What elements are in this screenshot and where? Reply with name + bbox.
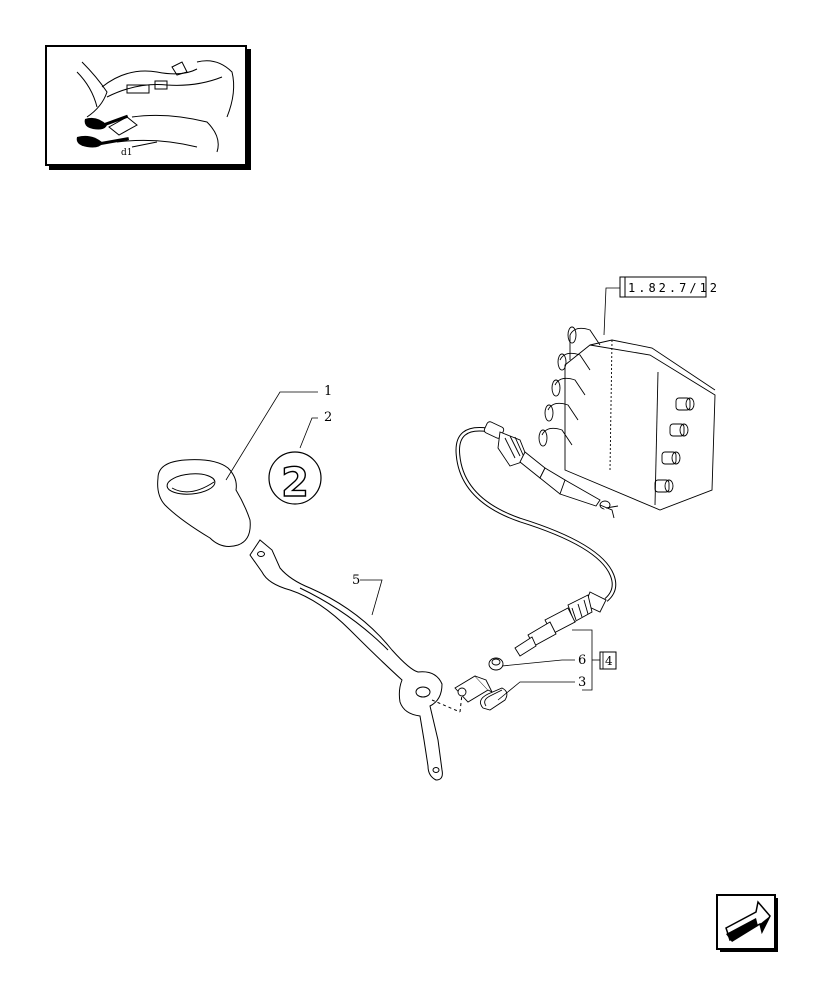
thumbnail-caption-mark: d1 [121,148,133,158]
callout-leaders [225,391,575,701]
reference-leader [603,287,620,336]
assembly-dash [431,699,461,713]
kit-box-text: 4 [605,654,613,668]
lever-part-5[interactable] [249,539,443,781]
badge-text: 2 [281,460,309,506]
callout-6: 6 [578,653,586,668]
arrow-return-icon [716,894,778,952]
clevis-pin-part[interactable] [454,675,494,703]
thumbnail-locator[interactable]: d1 [45,45,247,166]
thumbnail-sketch: d1 [76,60,235,158]
cable-lower-end[interactable] [514,591,607,657]
reference-box[interactable]: 1.82.7/12 [619,276,720,298]
nav-return-button[interactable] [716,892,780,954]
assembly-dash-2 [459,693,463,713]
callout-1: 1 [324,384,332,399]
bushing-part-6[interactable] [488,657,504,671]
cable-upper-end[interactable] [483,421,619,519]
valve-block[interactable] [538,326,716,511]
control-cable[interactable] [455,427,617,602]
knob-part-1[interactable] [157,459,251,547]
clip-part-3[interactable] [479,687,508,711]
badge-circle-2[interactable]: 2 [268,451,322,507]
callout-2: 2 [324,410,332,425]
callout-3: 3 [578,675,586,690]
callout-5: 5 [352,573,360,588]
reference-box-text: 1.82.7/12 [628,281,720,295]
kit-box[interactable]: 4 [599,651,617,670]
